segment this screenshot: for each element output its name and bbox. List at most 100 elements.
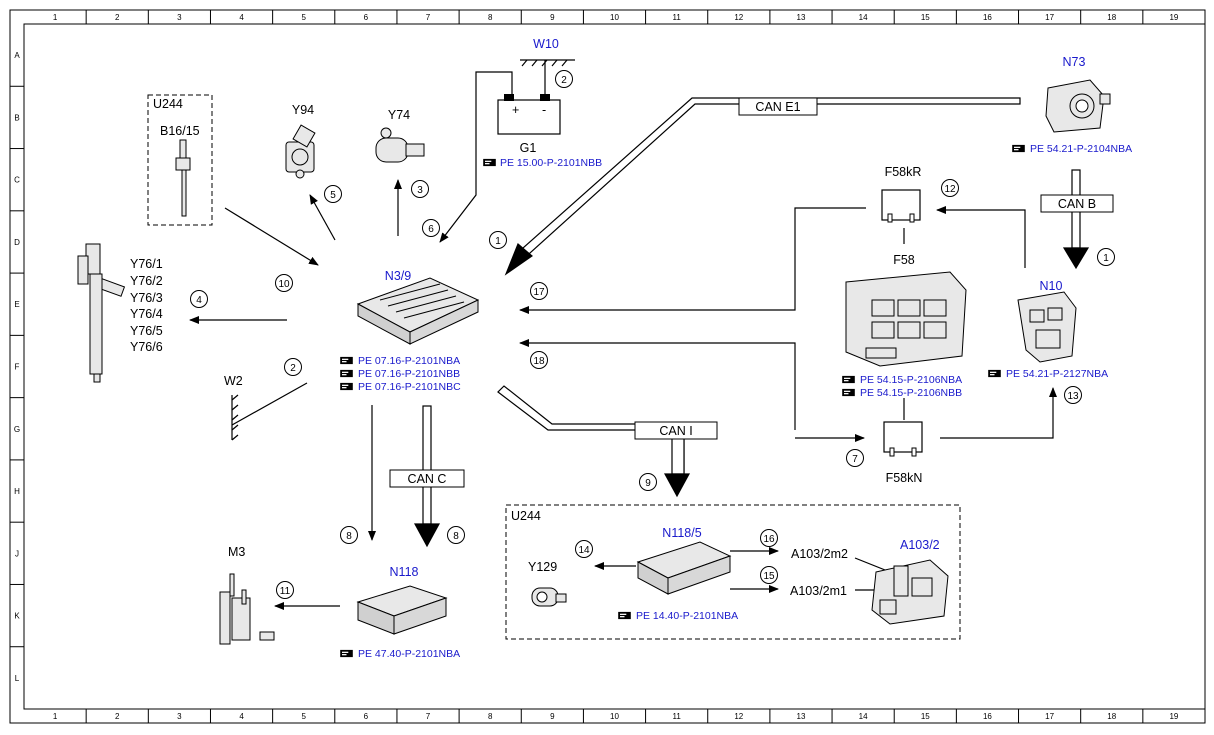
engine-control-unit-n39-icon[interactable] [356,277,480,345]
bus-can-b: CAN B [1058,197,1096,211]
callout-14: 14 [578,545,590,556]
label-n118: N118 [390,565,419,579]
callout-1a: 1 [495,236,501,247]
u244-module-box [505,504,961,640]
column-marker: 17 [1045,712,1054,721]
callout-10: 10 [278,279,290,290]
control-unit-n1185-icon[interactable] [636,541,732,595]
label-y129: Y129 [528,560,557,574]
callout-16: 16 [763,534,775,545]
ref-n39-c[interactable]: PE 07.16-P-2101NBC [358,381,461,393]
label-f58kn: F58kN [886,471,923,485]
fuse-box-f58-icon[interactable] [845,271,967,367]
ref-n39-a[interactable]: PE 07.16-P-2101NBA [358,355,460,367]
label-f58: F58 [893,253,915,267]
callout-9: 9 [645,478,651,489]
relay-f58kr-icon[interactable] [881,189,921,223]
label-n1185: N118/5 [662,526,701,540]
label-n10: N10 [1040,279,1063,293]
column-marker: 18 [1107,13,1116,22]
column-marker: 2 [115,13,120,22]
column-marker: 17 [1045,13,1054,22]
column-marker: 19 [1169,13,1178,22]
label-n39: N3/9 [385,269,411,283]
column-marker: 1 [53,712,58,721]
battery-g1-icon[interactable] [497,94,561,135]
u244-module-box-left [147,94,213,226]
fuel-pump-control-unit-n118-icon[interactable] [356,585,448,635]
column-marker: 8 [488,712,493,721]
label-a1032: A103/2 [900,538,940,552]
label-b1615: B16/15 [160,124,200,138]
row-marker: J [15,549,19,558]
label-y76-4: Y76/4 [130,307,163,321]
label-n73: N73 [1063,55,1086,69]
callout-2b: 2 [290,363,296,374]
injector-y76-icon[interactable] [77,243,126,383]
column-marker: 6 [364,13,369,22]
drawing-frame: 1122334455667788991010111112121313141415… [9,9,1206,724]
ref-g1[interactable]: PE 15.00-P-2101NBB [500,157,602,169]
callout-3: 3 [417,185,423,196]
column-marker: 9 [550,712,555,721]
column-marker: 8 [488,13,493,22]
valve-y129-icon[interactable] [531,587,567,607]
bus-can-c: CAN C [408,472,447,486]
ref-f58-a[interactable]: PE 54.15-P-2106NBA [860,374,962,386]
label-battery-minus: - [542,103,546,117]
row-marker: G [14,425,20,434]
column-marker: 15 [921,712,930,721]
label-w10: W10 [533,37,559,51]
column-marker: 19 [1169,712,1178,721]
column-marker: 13 [797,712,806,721]
ref-n39-b[interactable]: PE 07.16-P-2101NBB [358,368,460,380]
column-marker: 10 [610,712,619,721]
callout-2a: 2 [561,75,567,86]
label-y76-5: Y76/5 [130,324,163,338]
column-marker: 18 [1107,712,1116,721]
fuel-system-module-a1032-icon[interactable] [871,559,949,625]
label-m3: M3 [228,545,245,559]
callout-1b: 1 [1103,253,1109,264]
ref-n118[interactable]: PE 47.40-P-2101NBA [358,648,460,660]
quantity-control-valve-y94-icon[interactable] [285,124,316,179]
row-marker: D [14,238,20,247]
callout-5: 5 [330,190,336,201]
column-marker: 5 [301,13,306,22]
sam-control-unit-n10-icon[interactable] [1017,291,1077,363]
callout-13: 13 [1067,391,1079,402]
label-y76-1: Y76/1 [130,257,163,271]
column-marker: 14 [859,712,868,721]
ref-f58-b[interactable]: PE 54.15-P-2106NBB [860,387,962,399]
ref-n73[interactable]: PE 54.21-P-2104NBA [1030,143,1132,155]
row-marker: E [14,300,19,309]
reference-links[interactable]: PE 15.00-P-2101NBB PE 54.21-P-2104NBA PE… [340,143,1132,660]
label-battery-plus: + [512,103,519,117]
column-marker: 7 [426,13,431,22]
label-w2: W2 [224,374,243,388]
fuel-pump-m3-icon[interactable] [219,573,275,645]
column-marker: 16 [983,712,992,721]
row-marker: B [14,113,19,122]
column-marker: 2 [115,712,120,721]
ref-n1185[interactable]: PE 14.40-P-2101NBA [636,610,738,622]
bus-can-e1: CAN E1 [755,100,800,114]
ref-n10[interactable]: PE 54.21-P-2127NBA [1006,368,1108,380]
column-marker: 11 [673,712,682,721]
column-marker: 12 [734,712,743,721]
column-marker: 10 [610,13,619,22]
label-y76-3: Y76/3 [130,291,163,305]
ignition-switch-module-n73-icon[interactable] [1045,79,1111,133]
pressure-valve-y74-icon[interactable] [375,127,425,163]
column-marker: 4 [239,13,244,22]
relay-f58kn-icon[interactable] [883,421,923,457]
column-marker: 5 [301,712,306,721]
callouts: 2 1 12 1 5 3 6 10 4 17 18 2 7 13 9 8 8 1… [190,70,1115,599]
column-marker: 6 [364,712,369,721]
column-marker: 15 [921,13,930,22]
column-marker: 12 [734,13,743,22]
temperature-sensor-b1615-icon[interactable] [175,139,191,217]
label-y94: Y94 [292,103,314,117]
callout-11: 11 [280,586,291,597]
